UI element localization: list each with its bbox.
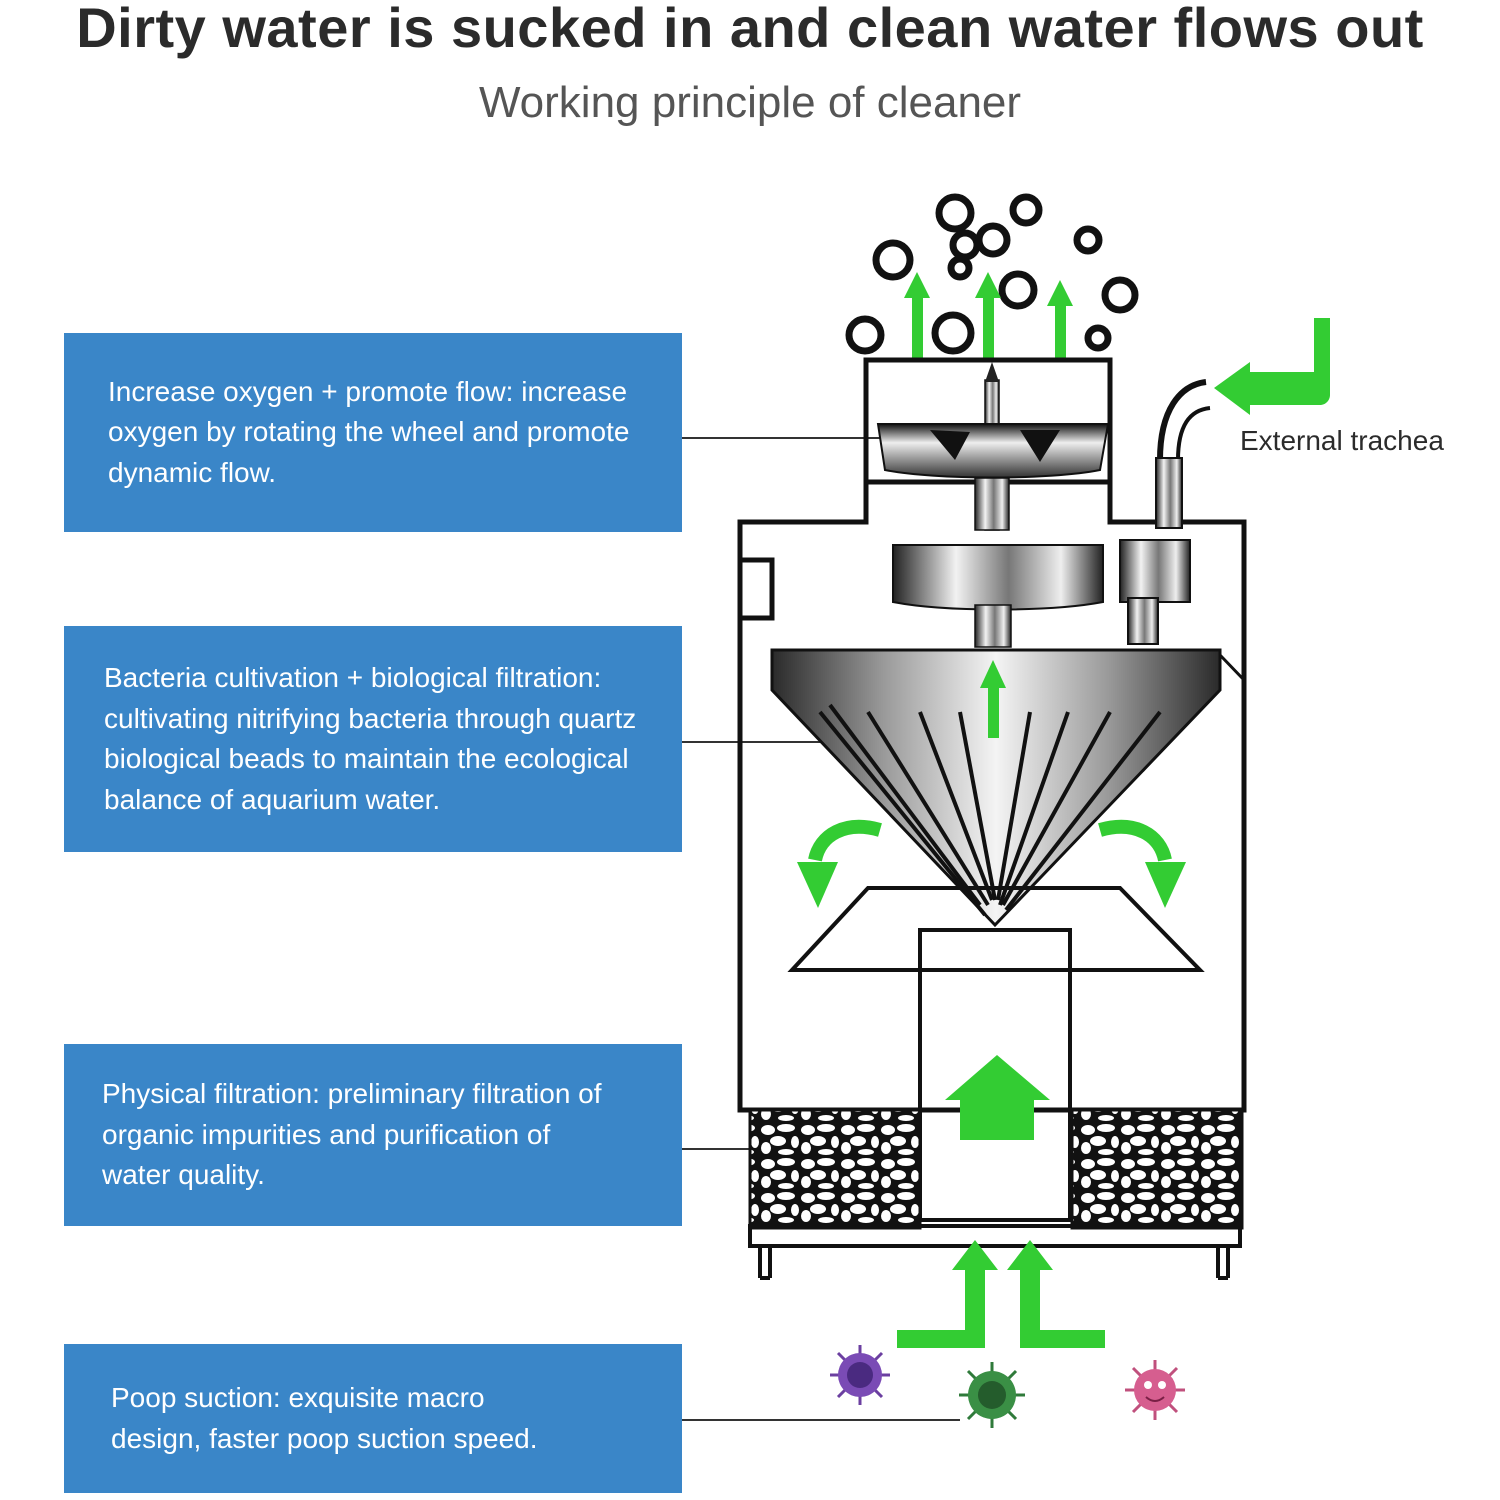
green-arrow-icon (808, 819, 1172, 862)
panel-bacteria-bg (64, 626, 682, 852)
stone-media-icon (748, 1108, 1244, 1230)
green-arrow-icon (945, 1055, 1050, 1140)
panel-physical-bg (64, 1044, 682, 1226)
panel-physical-text: Physical filtration: preliminary filtrat… (102, 1078, 602, 1191)
base-plate (748, 1224, 1242, 1248)
panel-poop-bg (64, 1344, 682, 1493)
green-arrow-icon (980, 660, 1006, 738)
cone-filter-icon (770, 648, 1246, 928)
green-arrow-icon (904, 272, 1073, 358)
page-subtitle: Working principle of cleaner (478, 78, 1022, 127)
housing-outline (737, 357, 1247, 1113)
green-arrow-icon (897, 1240, 1105, 1348)
panel-bacteria-text: Bacteria cultivation + biological filtra… (104, 662, 637, 815)
suction-chamber (918, 928, 1072, 1222)
bacteria-icon (830, 1345, 1185, 1428)
panel-poop-text: Poop suction: exquisite macro design, fa… (111, 1382, 538, 1454)
panel-oxygen: Increase oxygen + promote flow: increase… (64, 333, 682, 532)
green-arrow-icon (1214, 318, 1330, 415)
impeller-icon (876, 362, 1110, 531)
panel-oxygen-text: Increase oxygen + promote flow: increase… (108, 375, 630, 488)
page-title: Dirty water is sucked in and clean water… (76, 0, 1424, 59)
panel-poop: Poop suction: exquisite macro design, fa… (64, 1344, 682, 1493)
motor-drum (892, 544, 1104, 648)
panel-physical: Physical filtration: preliminary filtrat… (64, 1044, 682, 1226)
bubbles-icon (845, 193, 1139, 355)
external-trachea-label: External trachea (1240, 425, 1444, 456)
trachea-pipe (1119, 379, 1211, 645)
diffuser-outline (787, 886, 1205, 972)
panel-bacteria: Bacteria cultivation + biological filtra… (64, 626, 682, 852)
panel-oxygen-bg (64, 333, 682, 532)
